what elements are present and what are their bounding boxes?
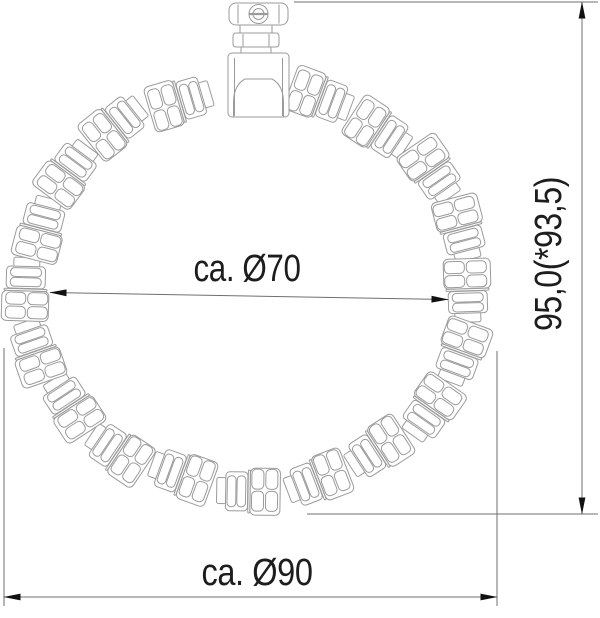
- coupling-segment: [396, 132, 461, 205]
- coupling-segment: [442, 257, 492, 323]
- coupling-segment: [0, 256, 50, 322]
- valve-body-contour: [233, 78, 284, 117]
- coupling-segment: [42, 371, 107, 444]
- valve-neck: [240, 46, 272, 54]
- coupling-segment: [10, 317, 68, 389]
- hose-ring: [0, 64, 494, 516]
- outer-diameter-label: ca. Ø90: [202, 552, 313, 594]
- coupling-segment: [430, 192, 486, 263]
- valve-body-edge-lines: [234, 58, 283, 116]
- inner-diameter-label: ca. Ø70: [194, 248, 301, 290]
- height-label: 95,0(*93,5): [528, 177, 570, 331]
- dim-line-inner-diameter: [49, 289, 449, 303]
- coupling-segment: [147, 449, 219, 507]
- valve-packing-nut: [232, 32, 280, 48]
- coupling-segment: [10, 194, 66, 265]
- coupling-segment: [283, 64, 355, 123]
- coupling-segment: [435, 315, 494, 387]
- valve-assembly: [227, 2, 290, 118]
- valve-packing-nut-facets: [242, 34, 270, 47]
- coupling-segment: [84, 423, 156, 488]
- valve-stem: [239, 24, 273, 34]
- coupling-segment: [77, 95, 149, 162]
- coupling-segment: [282, 447, 355, 506]
- coupling-segment: [143, 76, 215, 133]
- coupling-segment: [341, 94, 413, 159]
- coupling-segment: [343, 413, 416, 478]
- dimension-annotations: ca. Ø70 ca. Ø90 95,0(*93,5): [3, 1, 598, 606]
- coupling-segment: [216, 467, 281, 516]
- coupling-segment: [32, 139, 99, 210]
- coupling-segment: [401, 371, 467, 443]
- valve-body: [227, 52, 290, 118]
- valve-knob-facet-lines: [237, 4, 280, 24]
